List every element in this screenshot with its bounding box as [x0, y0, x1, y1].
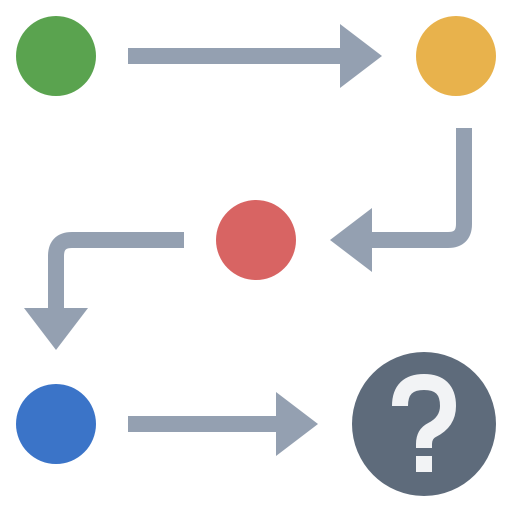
node-blue [16, 384, 96, 464]
question-mark-icon [392, 374, 456, 472]
arrow-green-to-yellow-head [340, 24, 382, 88]
help-node [352, 352, 496, 496]
arrow-yellow-to-red-shaft [368, 128, 472, 248]
arrow-yellow-to-red [330, 128, 472, 272]
arrow-red-to-blue-shaft [48, 232, 184, 312]
arrow-blue-to-help [128, 392, 318, 456]
node-green [16, 16, 96, 96]
node-yellow [416, 16, 496, 96]
arrow-red-to-blue-head [24, 308, 88, 350]
arrow-green-to-yellow-shaft [128, 48, 344, 64]
help-circle [352, 352, 496, 496]
arrow-blue-to-help-head [276, 392, 318, 456]
arrow-blue-to-help-shaft [128, 416, 284, 432]
arrow-red-to-blue [24, 232, 184, 350]
arrow-green-to-yellow [128, 24, 382, 88]
node-red [216, 200, 296, 280]
arrow-yellow-to-red-head [330, 208, 372, 272]
